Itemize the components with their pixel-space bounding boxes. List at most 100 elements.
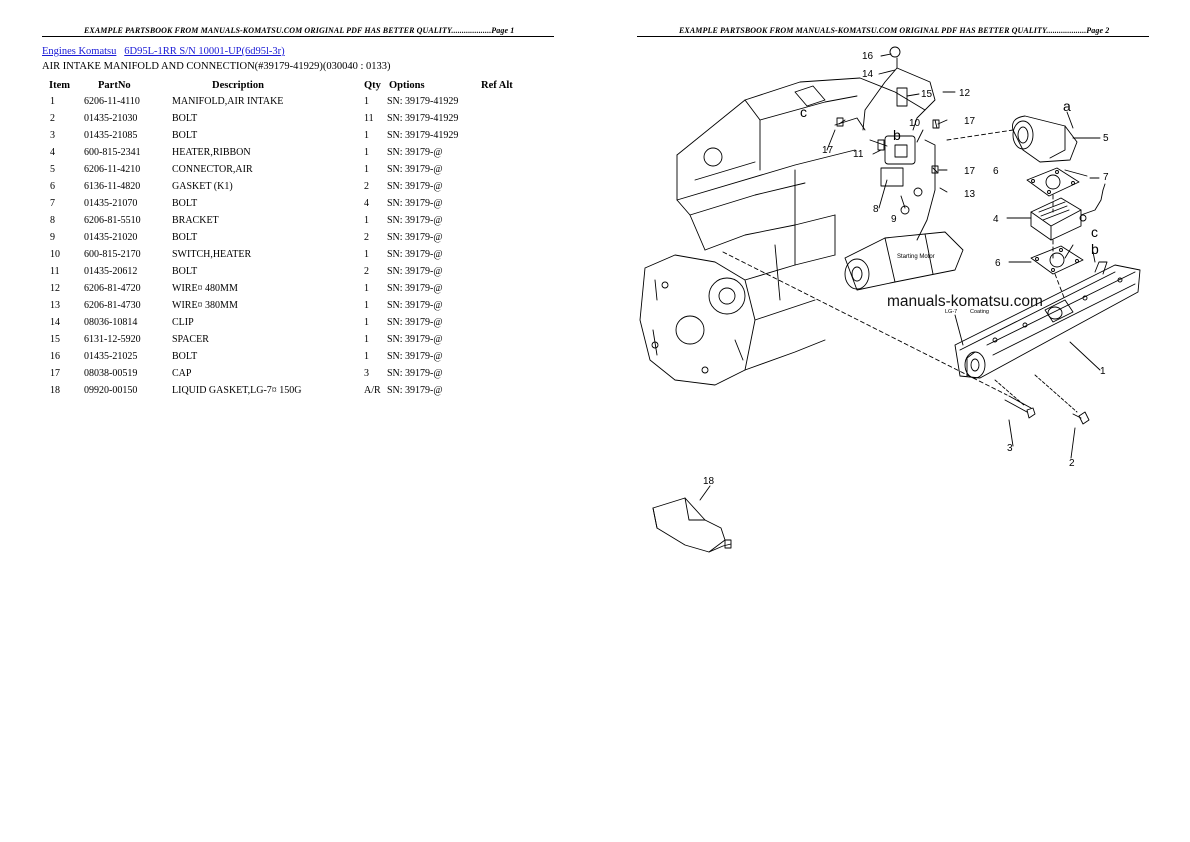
ref-alt-cell: [481, 280, 521, 297]
options-cell: SN: 39179-@: [387, 351, 443, 362]
ref-alt-cell: [481, 144, 521, 161]
item-cell: 9: [50, 232, 55, 243]
callout-10: 10: [909, 118, 921, 129]
partno-cell: 09920-00150: [84, 385, 138, 396]
options-cell: SN: 39179-41929: [387, 96, 459, 107]
description-cell: CAP: [172, 368, 192, 379]
header-divider: [42, 36, 554, 37]
ref-alt-cell: [481, 331, 521, 348]
callout-6-upper: 6: [993, 166, 999, 177]
lg7-label: LG-7: [945, 309, 957, 315]
air-connector-illustration: [1012, 115, 1078, 163]
callout-13: 13: [964, 189, 976, 200]
reference-letters: a c b c b: [800, 98, 1099, 257]
options-cell: SN: 39179-@: [387, 317, 443, 328]
header-divider: [637, 36, 1149, 37]
qty-cell: 1: [364, 96, 369, 107]
partno-cell: 08036-10814: [84, 317, 138, 328]
options-cell: SN: 39179-@: [387, 300, 443, 311]
item-cell: 13: [50, 300, 60, 311]
qty-cell: 1: [364, 334, 369, 345]
parts-page-2: EXAMPLE PARTSBOOK FROM MANUALS-KOMATSU.C…: [595, 0, 1190, 842]
item-cell: 5: [50, 164, 55, 175]
ref-letter-a: a: [1063, 98, 1071, 114]
partno-cell: 6131-12-5920: [84, 334, 141, 345]
options-cell: SN: 39179-@: [387, 164, 443, 175]
qty-cell: 1: [364, 130, 369, 141]
description-cell: MANIFOLD,AIR INTAKE: [172, 96, 284, 107]
watermark-text: manuals-komatsu.com: [887, 293, 1043, 310]
coating-label: Coating: [970, 309, 989, 315]
partno-cell: 01435-21070: [84, 198, 138, 209]
ref-alt-cell: [481, 246, 521, 263]
item-cell: 4: [50, 147, 55, 158]
callout-16: 16: [862, 51, 874, 62]
description-cell: SPACER: [172, 334, 209, 345]
item-cell: 11: [50, 266, 60, 277]
bolts-illustration: [994, 374, 1090, 425]
options-cell: SN: 39179-41929: [387, 113, 459, 124]
breadcrumb: Engines Komatsu 6D95L-1RR S/N 10001-UP(6…: [42, 46, 285, 57]
partno-cell: 6136-11-4820: [84, 181, 141, 192]
item-cell: 1: [50, 96, 55, 107]
ref-letter-b-left: b: [893, 127, 901, 143]
options-cell: SN: 39179-@: [387, 266, 443, 277]
options-cell: SN: 39179-@: [387, 215, 443, 226]
intake-manifold-illustration: LG-7 Coating: [945, 261, 1141, 379]
item-cell: 3: [50, 130, 55, 141]
ref-letter-b-right: b: [1091, 241, 1099, 257]
qty-cell: 4: [364, 198, 369, 209]
callout-11: 11: [853, 149, 864, 160]
description-cell: BOLT: [172, 351, 198, 362]
partno-cell: 01435-21030: [84, 113, 138, 124]
description-cell: BOLT: [172, 266, 198, 277]
ref-alt-cell: [481, 110, 521, 127]
column-header-description: Description: [212, 79, 264, 91]
gasket-lower-illustration: [1030, 245, 1084, 275]
breadcrumb-link-engines[interactable]: Engines Komatsu: [42, 46, 117, 57]
description-cell: GASKET (K1): [172, 181, 233, 192]
item-cell: 10: [50, 249, 60, 260]
item-cell: 15: [50, 334, 60, 345]
item-cell: 12: [50, 283, 60, 294]
description-cell: BRACKET: [172, 215, 219, 226]
callout-18: 18: [703, 476, 715, 487]
description-cell: HEATER,RIBBON: [172, 147, 251, 158]
callout-14: 14: [862, 69, 874, 80]
qty-cell: 1: [364, 300, 369, 311]
qty-cell: 1: [364, 351, 369, 362]
breadcrumb-link-model[interactable]: 6D95L-1RR S/N 10001-UP(6d95l-3r): [124, 46, 285, 57]
column-header-item: Item: [49, 79, 70, 91]
starting-motor-illustration: Starting Motor: [844, 231, 964, 291]
partno-cell: 6206-11-4210: [84, 164, 141, 175]
section-title: AIR INTAKE MANIFOLD AND CONNECTION(#3917…: [42, 61, 391, 72]
table-header-row: Item PartNo Description Qty Options Ref …: [44, 77, 521, 93]
page-header: EXAMPLE PARTSBOOK FROM MANUALS-KOMATSU.C…: [84, 26, 515, 35]
description-cell: LIQUID GASKET,LG-7¤ 150G: [172, 385, 302, 396]
ref-alt-cell: [481, 263, 521, 280]
column-header-qty: Qty: [364, 79, 381, 91]
partno-cell: 01435-21085: [84, 130, 138, 141]
callout-8: 8: [873, 204, 879, 215]
callout-15: 15: [921, 89, 933, 100]
callout-5: 5: [1103, 133, 1109, 144]
qty-cell: 2: [364, 232, 369, 243]
heater-switch-cluster: [836, 46, 940, 241]
page-header: EXAMPLE PARTSBOOK FROM MANUALS-KOMATSU.C…: [679, 26, 1110, 35]
callout-4: 4: [993, 214, 999, 225]
qty-cell: 1: [364, 249, 369, 260]
qty-cell: 2: [364, 266, 369, 277]
ref-letter-c-left: c: [800, 104, 807, 120]
ref-alt-cell: [481, 212, 521, 229]
column-header-ref-alt: Ref Alt: [481, 79, 513, 91]
